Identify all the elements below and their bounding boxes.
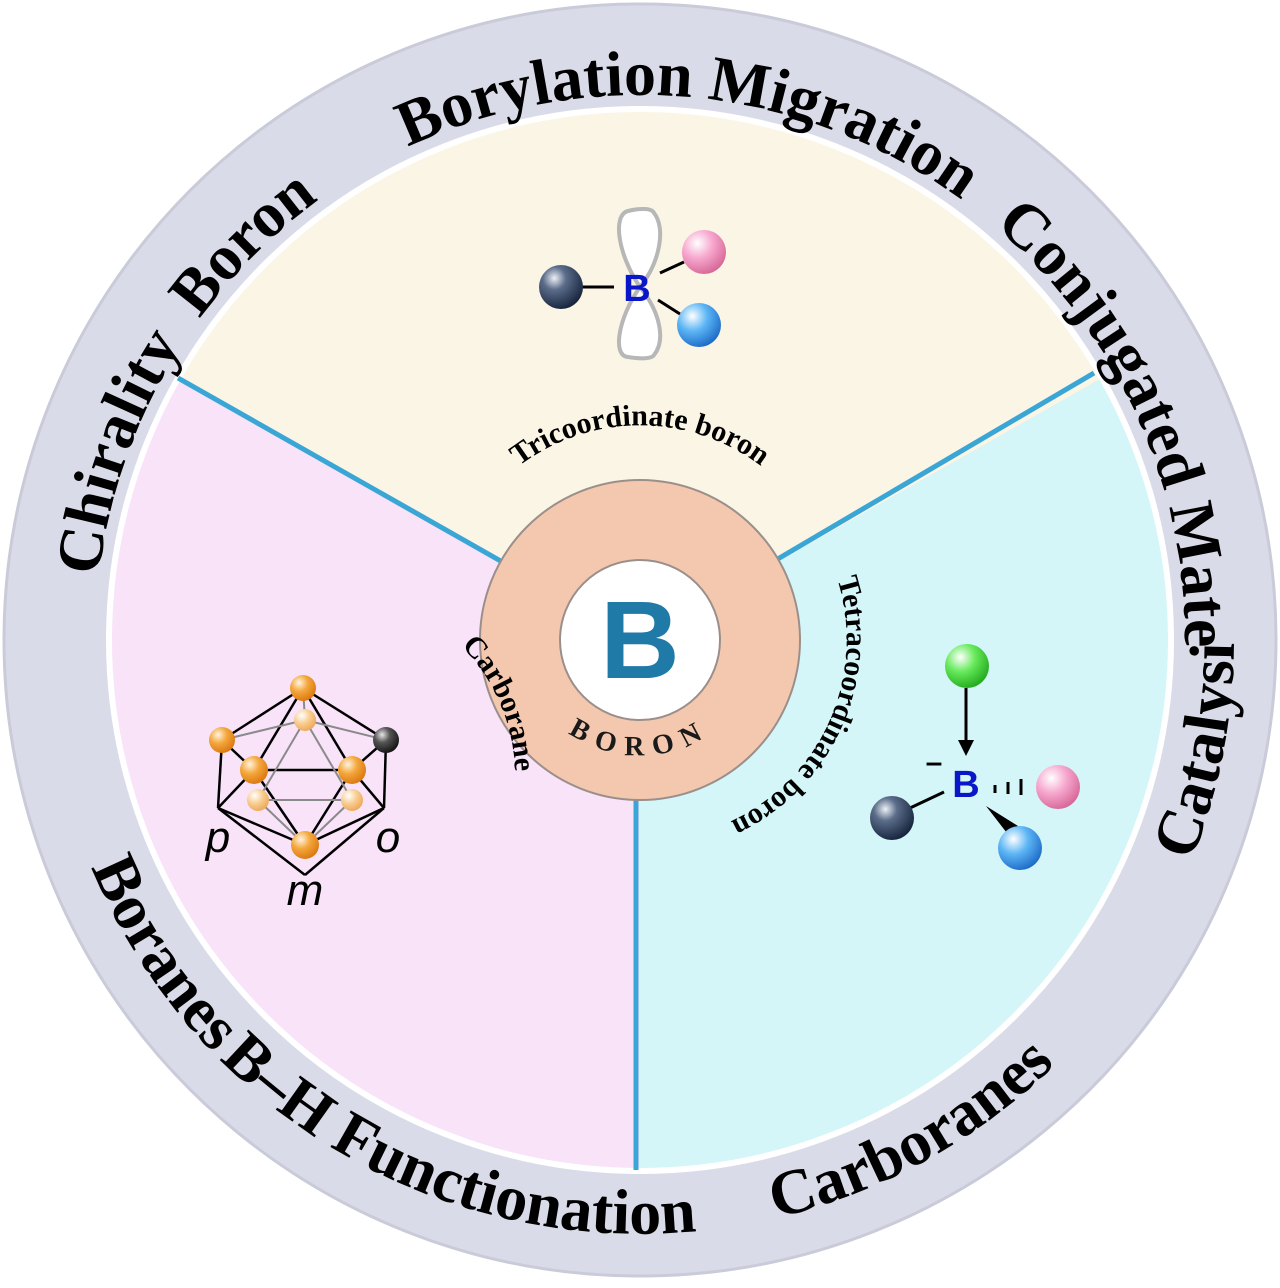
center-disc <box>559 559 721 721</box>
cluster-atom-back <box>294 709 316 731</box>
boron-atom-label: B <box>623 268 650 310</box>
tetracoordinate-boron-molecule: B – <box>870 644 1080 870</box>
bond-left <box>909 790 945 810</box>
inner-disc-border <box>106 106 1174 1174</box>
substituent-atom-dark <box>539 265 583 309</box>
substituent-atom-blue <box>677 303 721 347</box>
substituent-atom-dark <box>870 796 914 840</box>
substituent-atom-green <box>945 644 989 688</box>
cluster-atom-back <box>247 789 269 811</box>
dative-arrowhead <box>958 740 974 756</box>
position-label-meta: m <box>287 866 324 915</box>
cluster-atom <box>290 675 316 701</box>
cluster-atom <box>240 756 268 784</box>
substituent-atom-pink <box>682 230 726 274</box>
cluster-bonds <box>216 686 388 876</box>
bond-upper-right <box>659 260 685 275</box>
p-orbital-upper-lobe <box>616 206 663 291</box>
negative-charge: – <box>926 746 943 779</box>
center-symbol: B <box>600 579 679 702</box>
p-orbital-lower-lobe <box>616 283 663 361</box>
substituent-atom-pink <box>1036 765 1080 809</box>
cluster-carbon-atom <box>373 727 399 753</box>
tricoordinate-boron-molecule: B <box>539 206 726 361</box>
cluster-atom <box>338 756 366 784</box>
carborane-cluster: p o m <box>204 675 400 915</box>
cluster-atom-back <box>341 789 363 811</box>
cluster-atom <box>291 831 319 859</box>
cluster-atom <box>209 727 235 753</box>
hashed-bond <box>993 779 1023 795</box>
position-label-para: p <box>204 813 230 862</box>
bond-lower-right <box>657 298 681 316</box>
boron-atom-label: B <box>952 764 979 806</box>
position-label-ortho: o <box>376 813 400 862</box>
substituent-atom-blue <box>998 826 1042 870</box>
